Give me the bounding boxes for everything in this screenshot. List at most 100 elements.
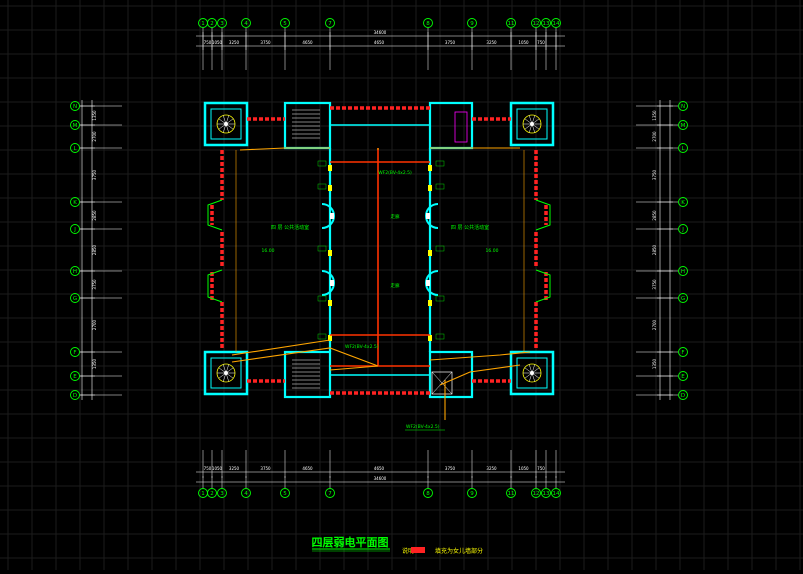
corridor-label-b: 走廊: [391, 282, 400, 289]
axis-top-circle: [325, 18, 335, 28]
axis-bottom-circle: [551, 488, 561, 498]
axis-top-circle: [531, 18, 541, 28]
corridor-label-a: 走廊: [391, 213, 400, 220]
stair-tower-se-core: [530, 371, 534, 375]
axis-bottom-label: 7: [328, 491, 332, 497]
axis-left-label: K: [73, 200, 77, 206]
dim-seg-label: 3750: [445, 466, 456, 471]
axis-right-label: J: [681, 227, 684, 233]
door-mark: [328, 165, 332, 171]
axis-right-label: M: [681, 123, 686, 129]
device-tag: [435, 245, 445, 252]
device-tag: [317, 333, 327, 340]
axis-left-label: H: [73, 269, 77, 275]
axis-left-circle: [70, 293, 80, 303]
axis-left-circle: [70, 371, 80, 381]
door-mark: [428, 165, 432, 171]
axis-bottom-label: 2: [210, 491, 214, 497]
axis-left-label: E: [73, 374, 77, 380]
axis-top-circle: [207, 18, 217, 28]
axis-top-label: 12: [533, 21, 540, 27]
dim-v-label: 2850: [92, 244, 97, 255]
axis-bottom-label: 5: [283, 491, 287, 497]
axis-right-circle: [678, 197, 688, 207]
axis-right-circle: [678, 293, 688, 303]
riser-note: WF2(BV-4x2.5): [406, 424, 440, 430]
axis-bottom-circle: [241, 488, 251, 498]
dim-v-label: 1350: [92, 110, 97, 121]
area-label-right: 16.00: [486, 248, 499, 254]
dim-v-label: 2850: [92, 210, 97, 221]
axis-bottom-circle: [541, 488, 551, 498]
axis-top-circle: [467, 18, 477, 28]
dim-seg-label: 4650: [374, 40, 385, 45]
axis-bottom-circle: [325, 488, 335, 498]
axis-top-label: 11: [508, 21, 515, 27]
dim-seg-label: 750: [537, 466, 545, 471]
dim-total-label: 34600: [374, 30, 387, 35]
axis-left-circle: [70, 143, 80, 153]
dim-v-label: 3750: [92, 169, 97, 180]
axis-top-circle: [280, 18, 290, 28]
device-tag: [435, 333, 445, 340]
dim-seg-label: 4650: [374, 466, 385, 471]
axis-left-label: N: [73, 104, 77, 110]
dim-seg-label: 4650: [302, 466, 313, 471]
dim-v-label: 3750: [652, 169, 657, 180]
axis-left-circle: [70, 197, 80, 207]
dim-seg-label: 750: [204, 40, 212, 45]
dim-seg-label: 1050: [518, 466, 529, 471]
axis-top-circle: [423, 18, 433, 28]
axis-left-circle: [70, 390, 80, 400]
dim-seg-label: 3250: [229, 466, 240, 471]
stair-tower-ne: [509, 101, 555, 147]
axis-right-label: N: [681, 104, 685, 110]
axis-bottom-label: 14: [553, 491, 560, 497]
stair-tower-ne-core: [530, 122, 534, 126]
dim-total-label: 34600: [374, 476, 387, 481]
axis-top-label: 1: [201, 21, 205, 27]
cable-bottom-left-c: [329, 365, 379, 371]
door-mark: [428, 300, 432, 306]
axis-top-circle: [217, 18, 227, 28]
legend-label: 填充为女儿墙部分: [435, 547, 483, 555]
area-label-left: 16.00: [262, 248, 275, 254]
axis-left-circle: [70, 101, 80, 111]
legend-swatch: [411, 547, 425, 553]
dim-v-label: 2850: [652, 244, 657, 255]
dim-v-label: 2850: [652, 210, 657, 221]
axis-top-circle: [541, 18, 551, 28]
axis-right-circle: [678, 371, 688, 381]
drawing-title: 四层弱电平面图: [312, 535, 389, 549]
stair-tower-se: [509, 350, 555, 396]
device-tag: [317, 160, 327, 167]
axis-left-circle: [70, 224, 80, 234]
stair-tower-sw: [203, 350, 249, 396]
device-tag: [317, 245, 327, 252]
cable-top-left: [239, 147, 330, 151]
axis-top-circle: [241, 18, 251, 28]
dim-seg-label: 4650: [302, 40, 313, 45]
axis-right-label: F: [681, 350, 684, 356]
device-tag: [317, 295, 327, 302]
axis-top-label: 5: [283, 21, 287, 27]
axis-left-label: D: [73, 393, 77, 399]
device-tag: [435, 295, 445, 302]
column-core: [330, 213, 334, 219]
dim-v-label: 3750: [652, 279, 657, 290]
axis-bottom-label: 13: [543, 491, 550, 497]
bay-window-right: [535, 269, 551, 303]
axis-bottom-label: 11: [508, 491, 515, 497]
stair-tower-nw-core: [224, 122, 228, 126]
room-label-right: 四 层 公共活动室: [451, 224, 489, 231]
axis-right-label: D: [681, 393, 685, 399]
axis-left-circle: [70, 120, 80, 130]
cable-routes: [231, 147, 531, 420]
cable-bottom-left-b: [231, 347, 379, 367]
door-mark: [328, 250, 332, 256]
